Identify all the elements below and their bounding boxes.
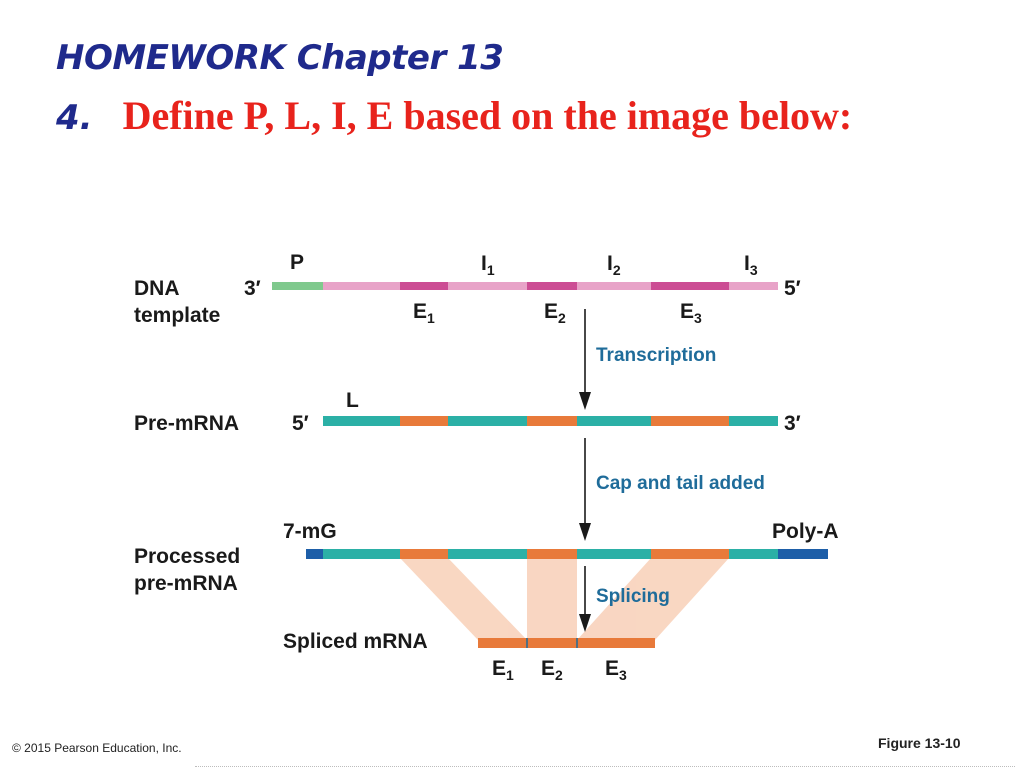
dna-exon-1-segment [400,282,448,290]
spliced-exon-1-label: E1 [492,657,514,683]
spliced-exon-3-segment [577,638,655,648]
spliced-exon-2-label: E2 [541,657,563,683]
exon-3-label: E3 [680,300,702,326]
processed-exon-2-segment [527,549,577,559]
process-arrows [579,309,591,632]
pre-mrna-exon-1-segment [400,416,448,426]
dna-label-line1: DNA [134,277,180,300]
processed-intron-1-segment [448,549,527,559]
poly-a-label: Poly-A [772,520,839,543]
spliced-exon-2-segment [527,638,577,648]
dna-intron-3-segment [729,282,778,290]
question-text: Define P, L, I, E based on the image bel… [122,93,853,138]
pre-mrna-leader-segment [323,416,400,426]
spliced-exon-3-label: E3 [605,657,627,683]
spliced-exon-1-segment [478,638,527,648]
pre-mrna-bar [323,416,778,426]
exon-1-label: E1 [413,300,435,326]
processed-label-line2: pre-mRNA [134,572,238,595]
dna-exon-2-segment [527,282,577,290]
splicing-arrow-head [579,614,591,632]
spliced-mrna-label: Spliced mRNA [283,630,428,653]
dna-exon-3-segment [651,282,729,290]
pre-mrna-exon-3-segment [651,416,729,426]
splice-shade-e1 [400,558,527,640]
cap-label: 7-mG [283,520,337,543]
dna-5prime-end: 5′ [784,277,801,300]
processed-pre-mrna-bar [306,549,828,559]
pre-mrna-intron-1-segment [448,416,527,426]
pre-mrna-3prime-end: 3′ [784,412,801,435]
intron-2-label: I2 [607,252,621,278]
processed-leader-segment [323,549,400,559]
poly-a-segment [778,549,828,559]
dna-leader-segment [323,282,400,290]
cap-tail-arrow-head [579,523,591,541]
pre-mrna-intron-2-segment [577,416,651,426]
question-number: 4. [56,98,93,138]
cap-tail-step-label: Cap and tail added [596,473,765,494]
pre-mrna-intron-3-segment [729,416,778,426]
transcription-arrow-head [579,392,591,410]
spliced-mrna-bar [478,638,655,648]
dna-intron-2-segment [577,282,651,290]
dna-promoter-segment [272,282,323,290]
processed-exon-1-segment [400,549,448,559]
leader-label: L [346,389,359,412]
splice-shading [400,558,729,640]
pre-mrna-5prime-end: 5′ [292,412,309,435]
transcription-step-label: Transcription [596,345,716,366]
intron-1-label: I1 [481,252,495,278]
cap-segment [306,549,323,559]
homework-title: HOMEWORK Chapter 13 [56,38,504,78]
dna-3prime-end: 3′ [244,277,261,300]
pre-mrna-exon-2-segment [527,416,577,426]
dna-intron-1-segment [448,282,527,290]
processed-label-line1: Processed [134,545,240,568]
splice-shade-e2 [527,558,577,640]
splicing-step-label: Splicing [596,586,670,607]
pre-mrna-label: Pre-mRNA [134,412,239,435]
splice-shade-e3 [577,558,729,640]
question-heading: 4. Define P, L, I, E based on the image b… [56,92,876,142]
footer-divider [195,766,1015,767]
dna-template-bar [272,282,778,290]
processed-intron-3-segment [729,549,778,559]
dna-label-line2: template [134,304,220,327]
processed-exon-3-segment [651,549,729,559]
promoter-label: P [290,251,304,274]
exon-2-label: E2 [544,300,566,326]
intron-3-label: I3 [744,252,758,278]
processed-intron-2-segment [577,549,651,559]
copyright-notice: © 2015 Pearson Education, Inc. [12,741,182,755]
figure-number: Figure 13-10 [878,735,961,751]
